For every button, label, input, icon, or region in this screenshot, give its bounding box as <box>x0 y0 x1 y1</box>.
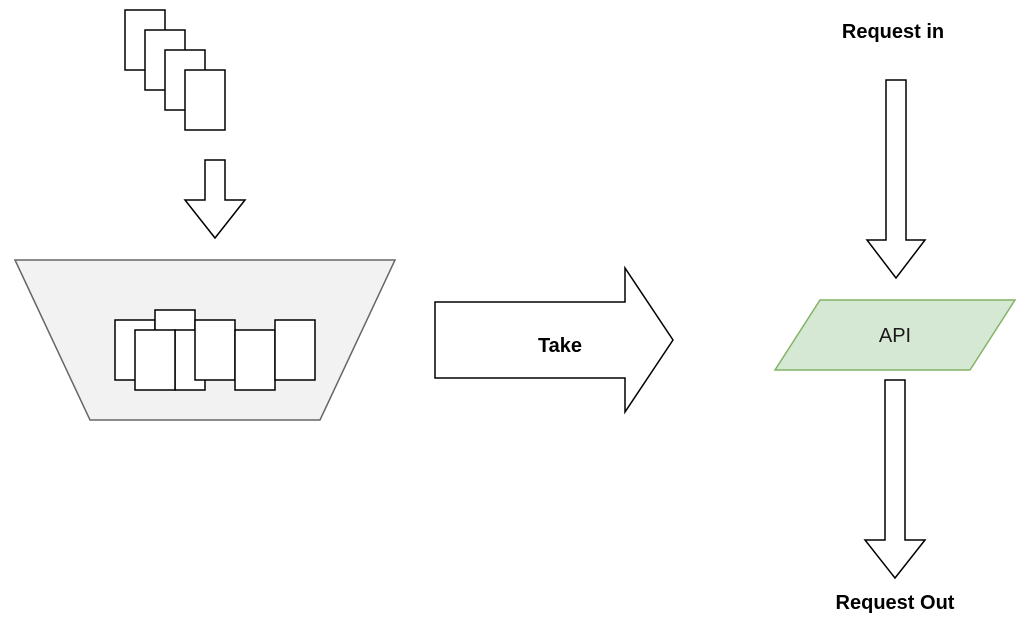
pooled-document-7 <box>274 319 316 381</box>
request-out-label: Request Out <box>836 592 955 614</box>
down-arrow-to-funnel <box>183 159 247 240</box>
api-node <box>773 299 1017 371</box>
request-in-label: Request in <box>842 21 944 43</box>
request-in-arrow <box>865 79 927 280</box>
pooled-document-4 <box>134 329 176 391</box>
take-arrow <box>434 265 674 415</box>
api-label: API <box>879 325 911 347</box>
document-4 <box>184 69 226 131</box>
request-out-arrow <box>863 379 927 580</box>
incoming-documents-stack <box>124 9 226 131</box>
pooled-document-6 <box>234 329 276 391</box>
pooled-document-5 <box>194 319 236 381</box>
take-label: Take <box>538 335 582 357</box>
pooled-documents <box>114 309 316 391</box>
